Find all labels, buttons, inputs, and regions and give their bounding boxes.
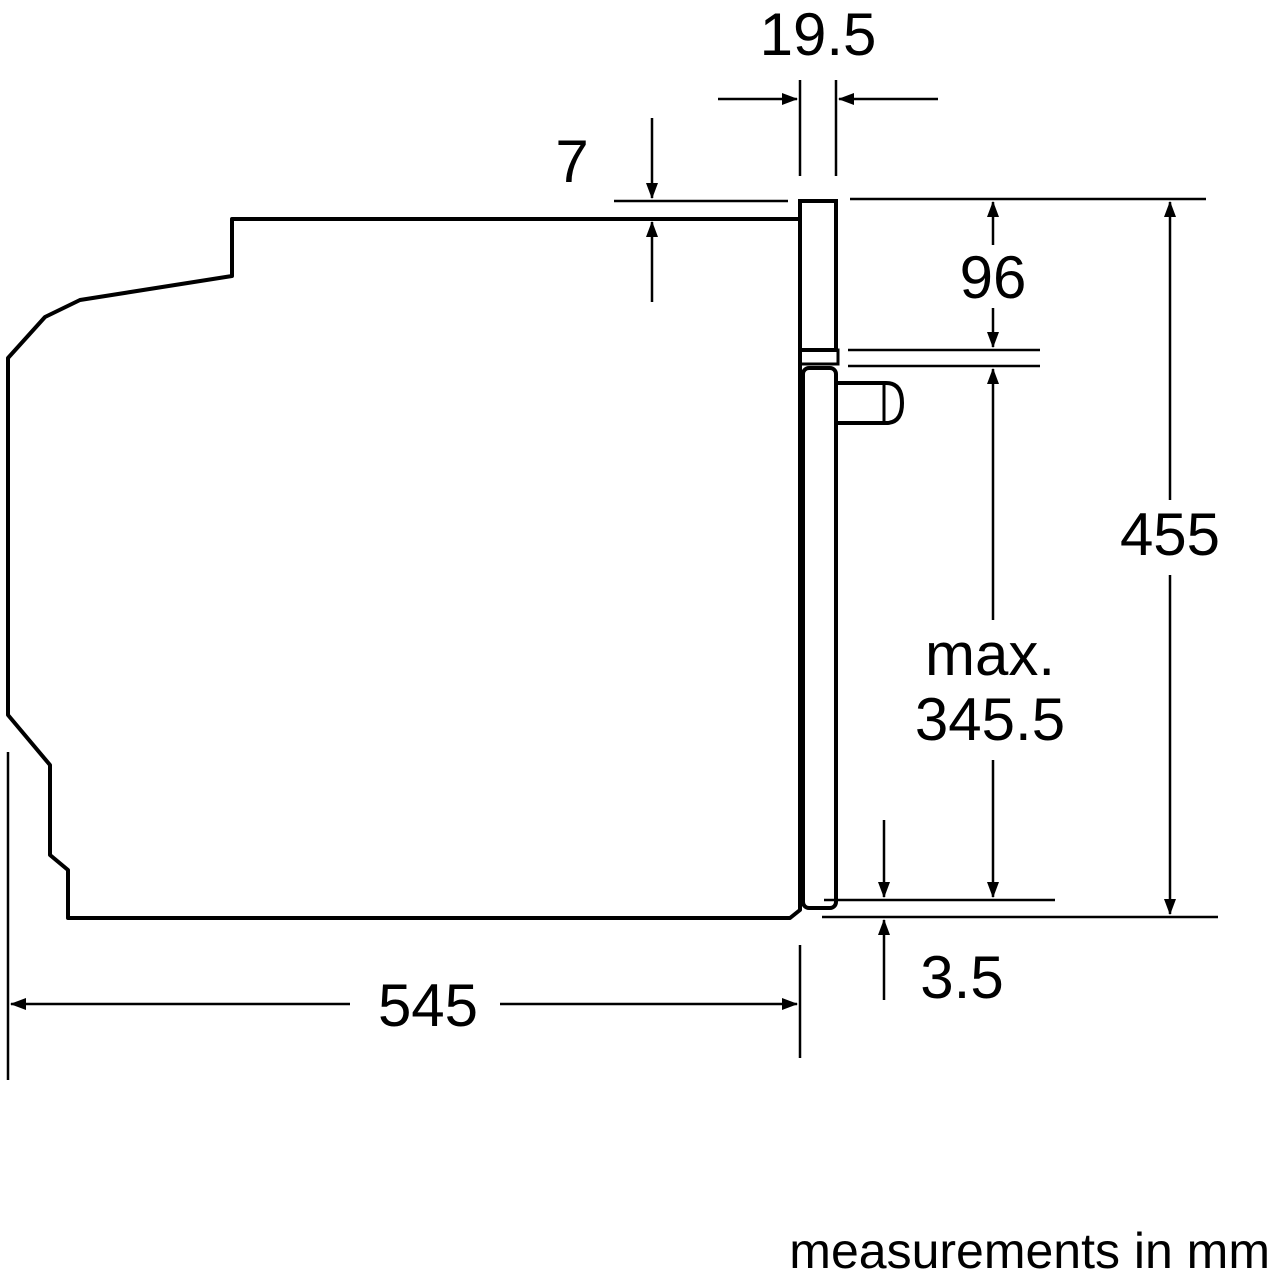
units-note: measurements in mm [789,1223,1270,1279]
door-handle [838,381,905,425]
oven-body-outline [6,217,802,920]
label-door-height-prefix: max. [925,621,1055,688]
label-depth: 545 [378,972,478,1039]
control-panel-lip [798,348,840,366]
label-total-height: 455 [1120,501,1220,568]
label-bottom-gap: 3.5 [920,944,1003,1011]
label-panel-thickness: 19.5 [760,1,877,68]
oven-door [801,366,838,910]
label-control-panel-height: 96 [960,244,1027,311]
label-door-height-value: 345.5 [915,686,1065,753]
control-panel [798,199,838,352]
label-top-gap: 7 [555,128,588,195]
